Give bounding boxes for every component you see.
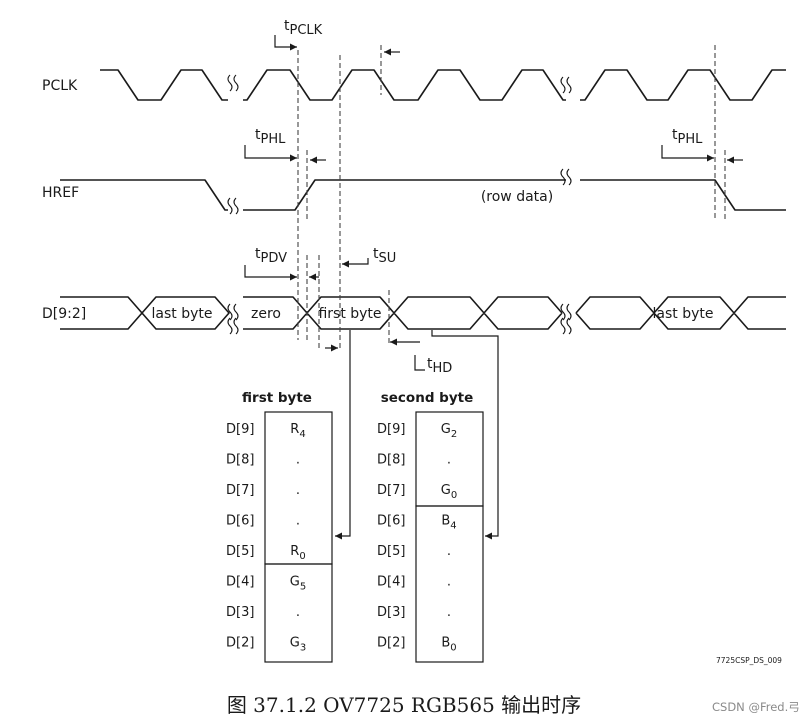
- second-byte-pin-label: D[9]: [377, 422, 405, 437]
- t-hd-annotation: tHD: [390, 338, 452, 376]
- first-byte-bit-cell: G3: [290, 636, 306, 654]
- second-byte-bit-cell: .: [447, 605, 451, 620]
- first-byte-table: first byte D[9] R4D[8]. D[7]. D[6]. D[5] R0D[…: [226, 390, 333, 663]
- t-hd-label: tHD: [427, 356, 452, 376]
- second-byte-bit-cell: G2: [441, 422, 457, 440]
- second-byte-bit-cell: .: [447, 575, 451, 590]
- first-byte-route-arrow: [335, 330, 351, 540]
- data-bus-break-mark: [227, 303, 572, 335]
- data-zero: zero: [251, 306, 281, 322]
- first-byte-pin-label: D[2]: [226, 636, 254, 651]
- second-byte-bit-cell: B4: [441, 514, 456, 532]
- second-byte-route-arrow: [431, 330, 499, 540]
- t-phl-left-annotation: tPHL: [244, 127, 326, 164]
- second-byte-pin-label: D[3]: [377, 605, 405, 620]
- second-byte-pin-label: D[2]: [377, 636, 405, 651]
- data-bus-waveform: [60, 296, 786, 330]
- second-byte-bit-cell: .: [447, 544, 451, 559]
- t-pclk-annotation: tPCLK: [274, 18, 400, 56]
- t-pdv-label: tPDV: [255, 246, 287, 266]
- csdn-watermark: CSDN @Fred.弓: [712, 700, 800, 714]
- first-byte-pin-label: D[4]: [226, 575, 254, 590]
- second-byte-pin-label: D[8]: [377, 453, 405, 468]
- second-byte-title: second byte: [381, 390, 474, 406]
- first-byte-bit-cell: .: [296, 605, 300, 620]
- first-byte-title: first byte: [242, 390, 312, 406]
- timing-reference-lines: [297, 45, 726, 350]
- second-byte-bit-cell: B0: [441, 636, 456, 654]
- pclk-waveform: [100, 69, 786, 101]
- first-byte-lower-box: [264, 563, 333, 663]
- t-phl-left-label: tPHL: [255, 127, 286, 147]
- document-code: 7725CSP_DS_009: [716, 656, 782, 665]
- first-byte-pin-label: D[6]: [226, 514, 254, 529]
- data-last-byte-1: last byte: [152, 306, 213, 322]
- second-byte-pin-label: D[7]: [377, 483, 405, 498]
- second-byte-bit-cell: .: [447, 453, 451, 468]
- second-byte-pin-label: D[5]: [377, 544, 405, 559]
- data-bus-label: D[9:2]: [42, 306, 86, 322]
- second-byte-table: second byte D[9] G2D[8]. D[7] G0D[6] B4D[5].…: [377, 390, 484, 663]
- pclk-label: PCLK: [42, 78, 78, 94]
- first-byte-pin-label: D[7]: [226, 483, 254, 498]
- first-byte-pin-label: D[3]: [226, 605, 254, 620]
- first-byte-bit-cell: .: [296, 514, 300, 529]
- first-byte-bit-cell: .: [296, 453, 300, 468]
- href-waveform: [60, 179, 786, 211]
- t-su-label: tSU: [373, 246, 396, 266]
- first-byte-pin-label: D[8]: [226, 453, 254, 468]
- pclk-break-mark: [227, 74, 572, 94]
- first-byte-bit-cell: R4: [290, 422, 305, 440]
- first-byte-pin-label: D[5]: [226, 544, 254, 559]
- first-byte-pin-label: D[9]: [226, 422, 254, 437]
- second-byte-pin-label: D[6]: [377, 514, 405, 529]
- t-phl-right-label: tPHL: [672, 127, 703, 147]
- href-label: HREF: [42, 185, 79, 201]
- figure-caption: 图 37.1.2 OV7725 RGB565 输出时序: [227, 693, 581, 717]
- second-byte-bit-cell: G0: [441, 483, 457, 501]
- t-su-annotation: tSU: [325, 246, 396, 352]
- first-byte-bit-cell: .: [296, 483, 300, 498]
- data-first-byte: first byte: [318, 306, 381, 322]
- href-break-mark: [227, 168, 572, 215]
- href-row-data-label: (row data): [481, 189, 553, 205]
- second-byte-lower-box: [415, 505, 484, 663]
- t-pdv-annotation: tPDV: [244, 246, 319, 281]
- data-last-byte-2: last byte: [653, 306, 714, 322]
- first-byte-bit-cell: R0: [290, 544, 305, 562]
- first-byte-bit-cell: G5: [290, 575, 306, 593]
- t-pclk-label: tPCLK: [284, 18, 323, 38]
- t-phl-right-annotation: tPHL: [661, 127, 743, 164]
- second-byte-pin-label: D[4]: [377, 575, 405, 590]
